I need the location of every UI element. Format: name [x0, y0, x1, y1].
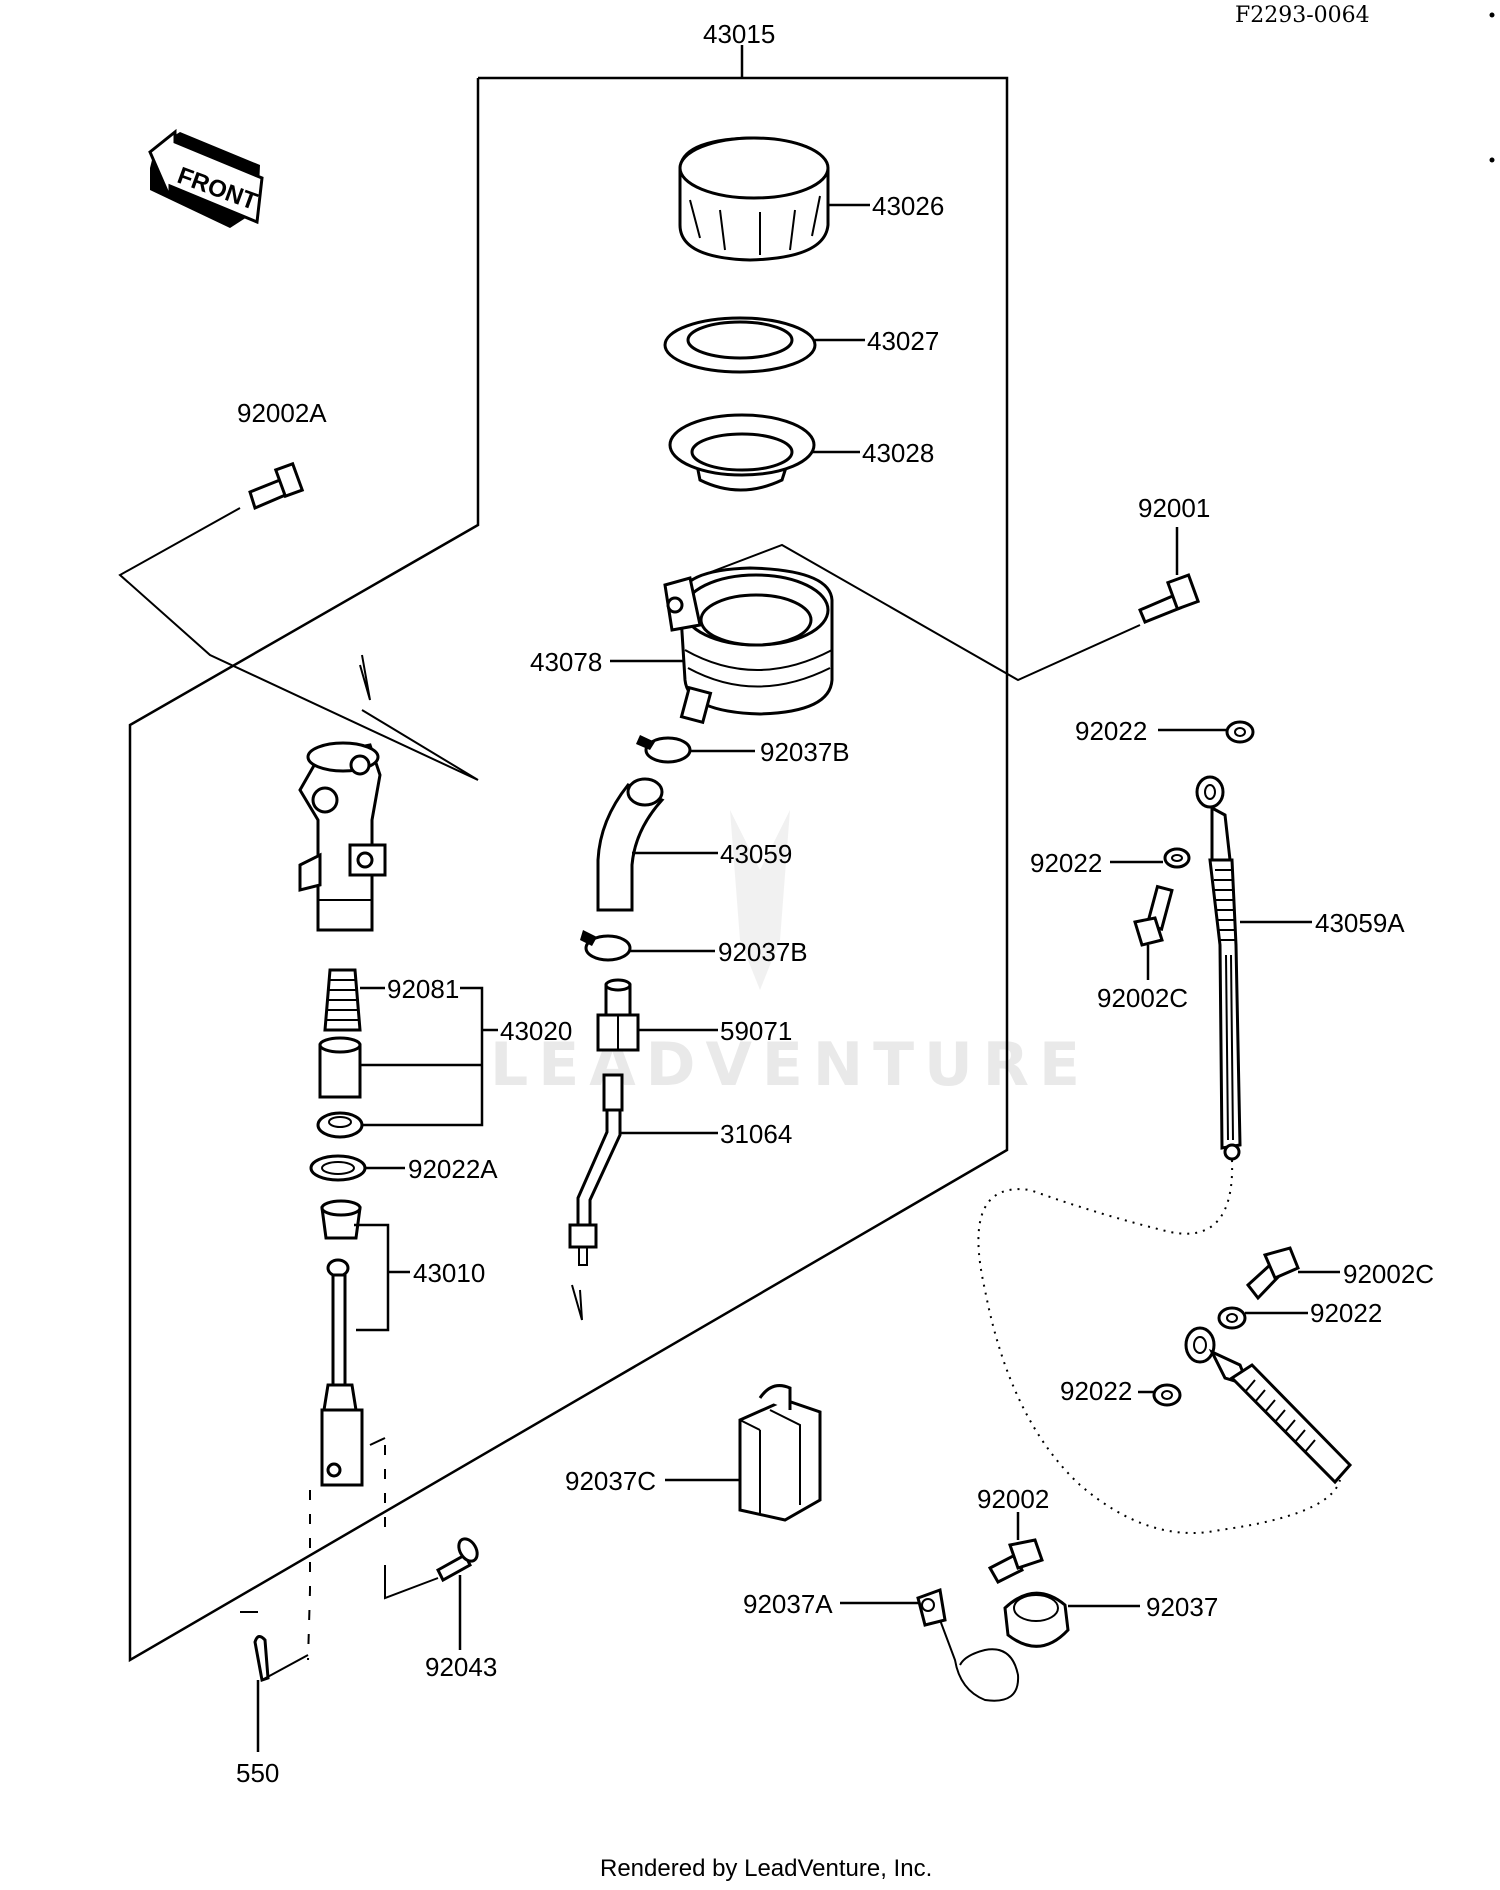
- push-rod: [320, 1258, 364, 1487]
- label-43028: 43028: [862, 438, 934, 468]
- label-43015: 43015: [703, 19, 775, 49]
- hose-clamp-ring: [916, 1587, 1020, 1702]
- label-92001: 92001: [1138, 493, 1210, 523]
- diaphragm-plate: [663, 316, 817, 374]
- label-92022-c: 92022: [1310, 1298, 1382, 1328]
- pipe-tick: [571, 1284, 583, 1321]
- washer-92022-a: [1225, 720, 1255, 744]
- label-43059: 43059: [720, 839, 792, 869]
- label-92037a: 92037A: [743, 1589, 833, 1619]
- leader-92043-ref: [384, 1565, 439, 1600]
- margin-dot: [1489, 12, 1495, 18]
- label-92043: 92043: [425, 1652, 497, 1682]
- push-rod-boot: [320, 1199, 362, 1240]
- label-92002: 92002: [977, 1484, 1049, 1514]
- reference-code: F2293-0064: [1235, 3, 1370, 28]
- label-92037c: 92037C: [565, 1466, 656, 1496]
- label-92002c-a: 92002C: [1097, 983, 1188, 1013]
- label-92081: 92081: [387, 974, 459, 1004]
- cotter-pin: [253, 1635, 270, 1682]
- hose-clamp-lower: [580, 930, 632, 962]
- bolt-92002: [987, 1538, 1044, 1584]
- label-43027: 43027: [867, 326, 939, 356]
- pin-line-92043-tick: [369, 1437, 386, 1446]
- grommet: [1003, 1591, 1070, 1648]
- footer-credit: Rendered by LeadVenture, Inc.: [600, 1855, 932, 1882]
- front-arrow-icon: FRONT: [148, 128, 264, 228]
- bolt-92001: [1138, 573, 1201, 624]
- label-43026: 43026: [872, 191, 944, 221]
- cup-seal: [316, 1111, 364, 1139]
- label-92002c-b: 92002C: [1343, 1259, 1434, 1289]
- banjo-bolt-lower: [1245, 1246, 1300, 1301]
- label-43078: 43078: [530, 647, 602, 677]
- hose-clamp-upper: [636, 735, 692, 764]
- label-550: 550: [236, 1758, 279, 1788]
- margin-dot: [1489, 157, 1495, 163]
- brake-hose: [1195, 775, 1242, 1161]
- label-43010: 43010: [413, 1258, 485, 1288]
- watermark-logo: [730, 810, 790, 990]
- piston: [318, 1036, 362, 1099]
- reservoir-hose: [596, 777, 665, 912]
- reservoir-cap: [678, 136, 830, 262]
- hose-guide: [738, 1384, 822, 1522]
- washer-92022-b: [1163, 847, 1191, 869]
- hose-fitting: [596, 978, 640, 1052]
- bracket-43010: [354, 1223, 390, 1332]
- pin-line-550: [307, 1490, 311, 1661]
- label-43059a: 43059A: [1315, 908, 1405, 938]
- label-92022-a: 92022: [1075, 716, 1147, 746]
- washer-92022-d: [1152, 1383, 1182, 1407]
- label-92022-d: 92022: [1060, 1376, 1132, 1406]
- master-cylinder-body: [298, 741, 387, 932]
- leader-550-ref: [261, 1654, 309, 1681]
- label-92037b-a: 92037B: [760, 737, 850, 767]
- label-92037b-b: 92037B: [718, 937, 808, 967]
- washer-92022-c: [1217, 1306, 1247, 1330]
- hose-route-line: [977, 1159, 1341, 1534]
- label-92037: 92037: [1146, 1592, 1218, 1622]
- snap-ring: [309, 1154, 367, 1182]
- banjo-bolt-upper: [1133, 884, 1174, 947]
- label-31064: 31064: [720, 1119, 792, 1149]
- cylinder-tick: [359, 654, 371, 701]
- label-92022a: 92022A: [408, 1154, 498, 1184]
- watermark-text: LEADVENTURE: [490, 1030, 1090, 1100]
- banjo-fitting-lower: [1184, 1326, 1353, 1485]
- leader-92001-ref: [689, 543, 1141, 682]
- bracket-43020: [360, 986, 484, 1127]
- label-92022-b: 92022: [1030, 848, 1102, 878]
- label-92002a: 92002A: [237, 398, 327, 428]
- reservoir-body: [663, 566, 834, 725]
- bolt-92002a: [248, 461, 305, 511]
- diaphragm: [668, 413, 816, 492]
- master-cylinder-pipe: [568, 1073, 624, 1266]
- label-59071: 59071: [720, 1016, 792, 1046]
- return-spring: [323, 968, 362, 1032]
- leader-92002a: [118, 507, 479, 781]
- assembly-frame: [128, 76, 1009, 1663]
- clevis-pin: [436, 1537, 479, 1583]
- label-43020: 43020: [500, 1016, 572, 1046]
